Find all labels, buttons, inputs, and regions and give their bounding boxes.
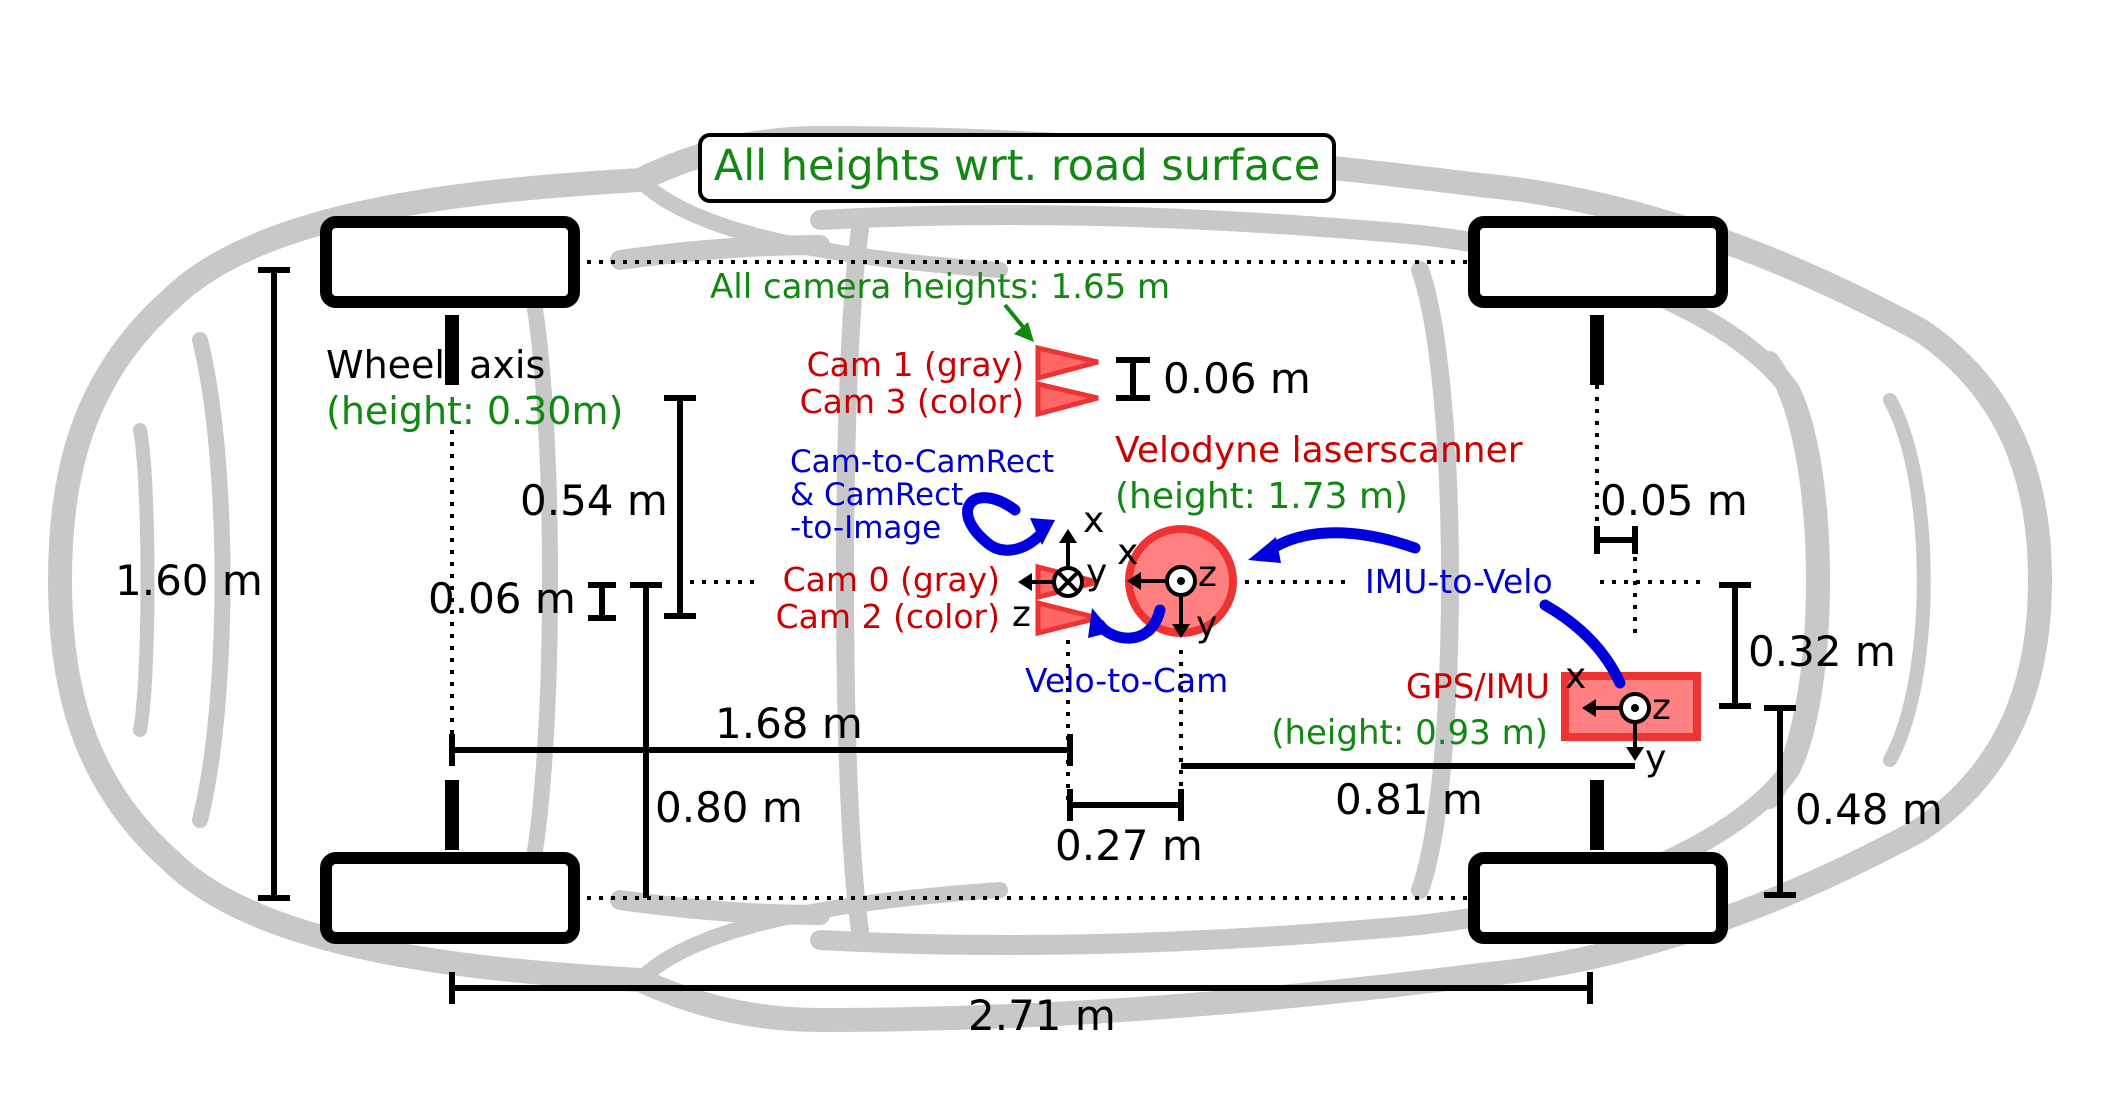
transform-arrows: Cam-to-CamRect & CamRect -to-Image Velo-…	[790, 444, 1626, 700]
wheel-front-left	[1468, 216, 1728, 308]
dim-axle-to-cam: 1.68 m	[715, 699, 863, 748]
dim-cam-lateral-small: 0.06 m	[428, 574, 576, 623]
title-box: All heights wrt. road surface	[698, 133, 1336, 203]
cam3-label: Cam 3 (color)	[800, 382, 1024, 421]
wheel-rear-left	[320, 216, 580, 308]
dim-gps-offset-y2: 0.48 m	[1795, 785, 1943, 834]
note-arrow	[1003, 303, 1034, 342]
dim-gps-offset-y1: 0.32 m	[1748, 627, 1896, 676]
cam-axis-x: x	[1083, 500, 1104, 541]
velodyne-group: Velodyne laserscanner (height: 1.73 m) x…	[1115, 430, 1523, 645]
wheels	[320, 216, 1728, 944]
gps-axis-z: z	[1652, 687, 1671, 728]
gps-axis-y: y	[1645, 738, 1666, 779]
gps-imu-group: GPS/IMU (height: 0.93 m) x z y	[1271, 656, 1701, 779]
cam1-icon	[1035, 344, 1099, 382]
velodyne-height: (height: 1.73 m)	[1115, 476, 1408, 517]
gps-label: GPS/IMU	[1406, 667, 1550, 707]
cam1-label: Cam 1 (gray)	[807, 345, 1024, 384]
wheel-axles	[445, 260, 1637, 900]
camera-1-3-group: Cam 1 (gray) Cam 3 (color) 0.06 m	[800, 344, 1311, 421]
car-outline	[48, 126, 2052, 1032]
gps-axis-x: x	[1565, 656, 1586, 697]
cam-rect-label-2: & CamRect	[790, 477, 963, 513]
cam-rect-label-1: Cam-to-CamRect	[790, 444, 1054, 480]
velo-axis-z: z	[1198, 554, 1217, 595]
velo-to-cam-label: Velo-to-Cam	[1025, 661, 1228, 700]
imu-to-velo-arrow-2	[1539, 599, 1626, 689]
cam0-label: Cam 0 (gray)	[783, 560, 1000, 599]
dim-cam-lateral: 0.54 m	[520, 476, 668, 525]
cam-rect-arrow	[962, 492, 1046, 556]
cam-axis-y: y	[1086, 552, 1107, 593]
imu-to-velo-label: IMU-to-Velo	[1365, 562, 1553, 601]
dim-stereo-offset: 0.06 m	[1163, 354, 1311, 403]
gps-height: (height: 0.93 m)	[1271, 713, 1548, 753]
wheel-front-right	[1468, 852, 1728, 944]
dim-cam-side: 0.80 m	[655, 783, 803, 832]
dim-wheelbase: 2.71 m	[968, 991, 1116, 1040]
cam2-label: Cam 2 (color)	[776, 597, 1000, 636]
velo-axis-y: y	[1196, 604, 1217, 645]
dim-track-width: 1.60 m	[115, 556, 263, 605]
camera-0-2-group: Cam 0 (gray) Cam 2 (color) x y z	[776, 500, 1107, 637]
wheel-axis-label: Wheel axis	[326, 343, 545, 387]
cam2-icon	[1035, 599, 1099, 637]
cam-rect-label-3: -to-Image	[790, 510, 941, 546]
cam3-icon	[1035, 380, 1099, 418]
dim-gps-offset-x: 0.05 m	[1600, 476, 1748, 525]
wheel-axis-height: (height: 0.30m)	[326, 389, 623, 433]
page-title: All heights wrt. road surface	[714, 141, 1320, 191]
dim-velo-to-gps: 0.81 m	[1335, 775, 1483, 824]
reference-lines	[690, 580, 1705, 800]
velo-axis-x: x	[1117, 532, 1138, 573]
cam-axis-z: z	[1012, 594, 1031, 635]
wheel-rear-right	[320, 852, 580, 944]
imu-to-velo-arrow-1	[1264, 527, 1421, 556]
dim-cam-to-velo: 0.27 m	[1055, 821, 1203, 870]
velodyne-label: Velodyne laserscanner	[1115, 430, 1523, 471]
camera-heights-note: All camera heights: 1.65 m	[710, 267, 1170, 307]
dimension-lines: 1.60 m 2.71 m 1.68 m 0.27 m 0.81 m 0.54 …	[115, 267, 1943, 1040]
